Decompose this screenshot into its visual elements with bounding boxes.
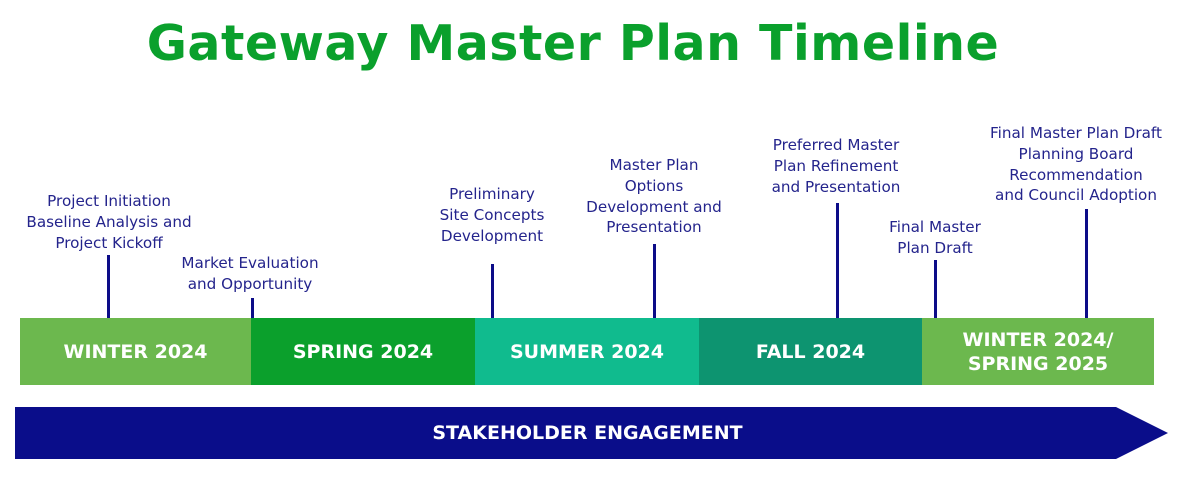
phase-label: SUMMER 2024 [509, 340, 665, 363]
milestone-line: Baseline Analysis and [26, 212, 192, 231]
milestone-line: Presentation [606, 218, 702, 237]
milestone-line: Site Concepts [439, 205, 545, 224]
milestone-line: Plan Refinement [773, 156, 899, 175]
milestone-line: Preferred Master [772, 136, 900, 154]
milestone-line: Master Plan [609, 156, 699, 174]
phase-label: SPRING 2024 [292, 340, 434, 363]
phase-label: FALL 2024 [755, 340, 866, 363]
milestone-project-initiation: Project Initiation Baseline Analysis and… [26, 191, 191, 253]
milestone-line: Market Evaluation [181, 254, 319, 272]
milestone-tick-final-master-plan-draft [934, 260, 937, 318]
milestone-tick-master-plan-options [653, 244, 656, 318]
phase-label: WINTER 2024/ [962, 328, 1114, 351]
page-title: Gateway Master Plan Timeline [146, 15, 1000, 72]
stakeholder-engagement-arrow: STAKEHOLDER ENGAGEMENT [15, 407, 1168, 459]
milestone-preliminary-site-concepts: Preliminary Site Concepts Development [440, 184, 545, 246]
milestone-line: Plan Draft [897, 238, 973, 257]
phase-winter-2024-spring-2025: WINTER 2024/ SPRING 2025 [922, 318, 1154, 385]
milestone-line: Recommendation [1009, 165, 1143, 184]
milestone-tick-preferred-master-plan [836, 203, 839, 318]
milestone-tick-preliminary-site-concepts [491, 264, 494, 318]
milestone-line: Development and [586, 197, 722, 216]
phase-bar: WINTER 2024 SPRING 2024 SUMMER 2024 FALL… [20, 318, 1154, 385]
milestone-line: Planning Board [1018, 144, 1134, 163]
phase-label: SPRING 2025 [967, 352, 1109, 375]
milestone-tick-project-initiation [107, 255, 110, 318]
milestone-line: and Presentation [771, 177, 901, 196]
milestone-market-evaluation: Market Evaluation and Opportunity [181, 253, 318, 295]
milestone-preferred-master-plan: Preferred Master Plan Refinement and Pre… [772, 135, 901, 197]
phase-summer-2024: SUMMER 2024 [475, 318, 699, 385]
milestone-tick-market-evaluation [251, 298, 254, 318]
milestone-line: Options [624, 176, 684, 195]
phase-fall-2024: FALL 2024 [699, 318, 922, 385]
milestone-line: Preliminary [449, 185, 535, 203]
milestone-line: Project Kickoff [55, 233, 163, 252]
milestone-line: Final Master [889, 218, 981, 236]
arrow-right-icon [15, 407, 1168, 459]
milestone-master-plan-options: Master Plan Options Development and Pres… [586, 155, 722, 238]
milestone-line: Development [440, 226, 544, 245]
phase-spring-2024: SPRING 2024 [251, 318, 475, 385]
milestone-council-adoption: Final Master Plan Draft Planning Board R… [990, 123, 1162, 206]
stakeholder-engagement-label: STAKEHOLDER ENGAGEMENT [432, 422, 743, 444]
milestone-final-master-plan-draft: Final Master Plan Draft [889, 217, 981, 259]
milestone-line: Final Master Plan Draft [990, 124, 1162, 142]
milestone-tick-council-adoption [1085, 209, 1088, 318]
phase-label: WINTER 2024 [63, 340, 208, 363]
milestone-line: Project Initiation [47, 192, 171, 210]
milestone-line: and Council Adoption [995, 186, 1157, 205]
phase-winter-2024: WINTER 2024 [20, 318, 251, 385]
milestone-line: and Opportunity [187, 274, 313, 293]
